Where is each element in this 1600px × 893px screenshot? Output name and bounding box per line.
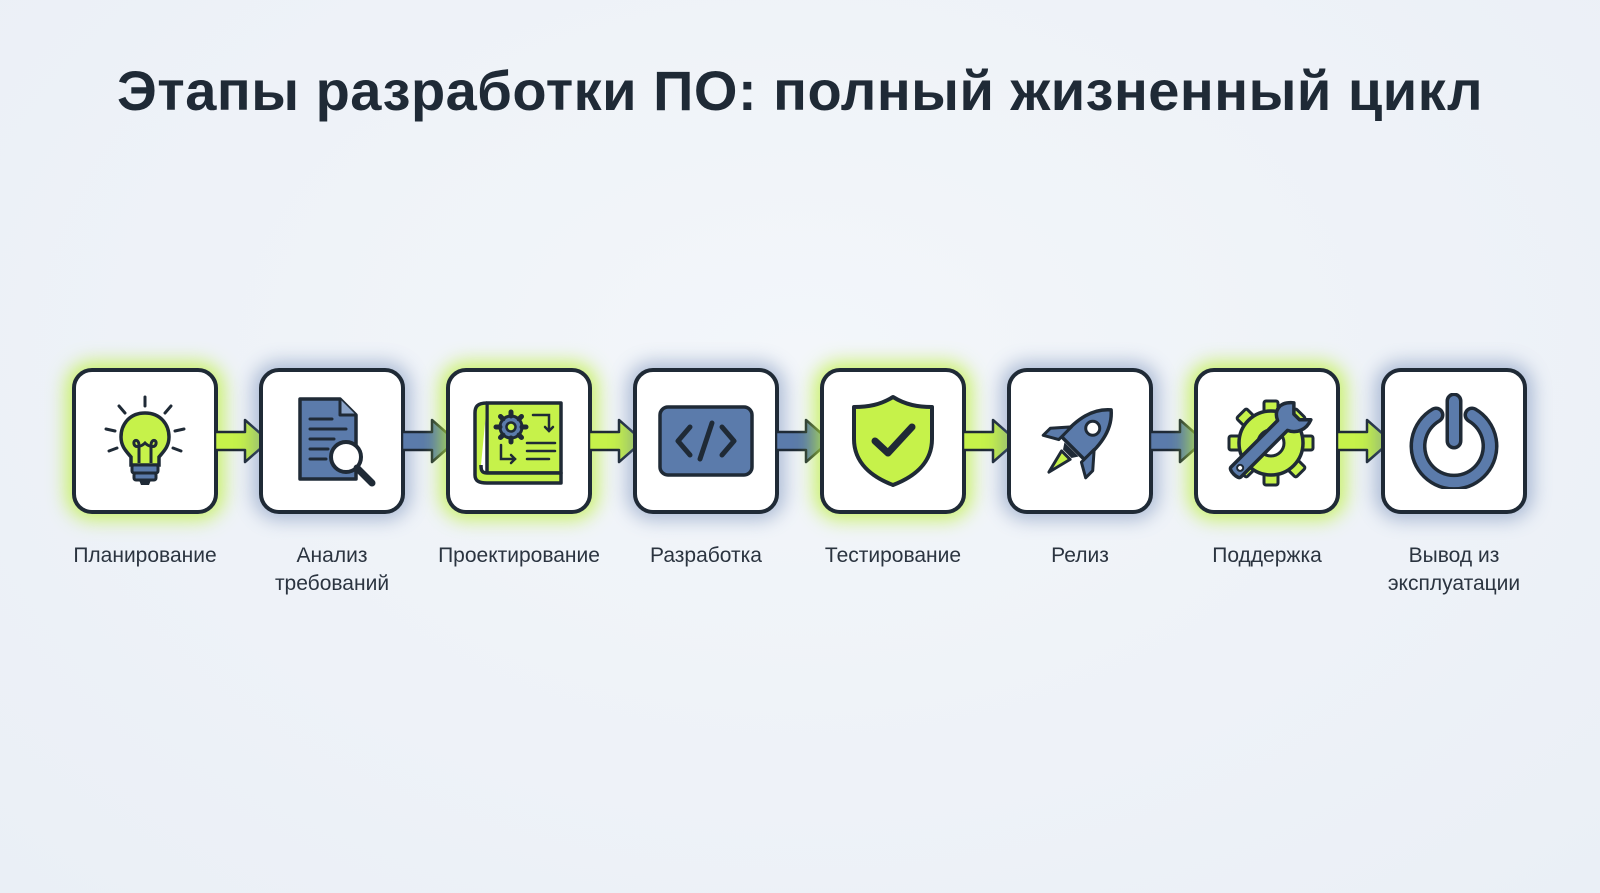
step-requirements — [259, 368, 405, 514]
page-title: Этапы разработки ПО: полный жизненный ци… — [116, 59, 1484, 122]
arrow-icon — [1150, 418, 1206, 464]
power-icon — [1409, 393, 1499, 489]
arrow-icon — [589, 418, 645, 464]
arrow-icon — [1337, 418, 1393, 464]
blueprint-gear-icon — [473, 401, 563, 485]
document-search-icon — [298, 397, 376, 487]
step-label-testing: Тестирование — [824, 544, 962, 567]
arrow-icon — [963, 418, 1019, 464]
rocket-icon — [1041, 408, 1113, 480]
step-label-design: Проектирование — [438, 544, 600, 567]
lightbulb-icon — [104, 395, 186, 485]
step-release — [1007, 368, 1153, 514]
step-support — [1194, 368, 1340, 514]
step-planning — [72, 368, 218, 514]
step-label-development: Разработка — [650, 544, 762, 567]
arrow-icon — [776, 418, 832, 464]
arrow-icon — [402, 418, 458, 464]
step-testing — [820, 368, 966, 514]
step-design — [446, 368, 592, 514]
arrow-icon — [215, 418, 271, 464]
step-label-requirements: Анализ требований — [274, 544, 390, 595]
step-label-release: Релиз — [1051, 544, 1109, 567]
wrench-gear-icon — [1227, 399, 1315, 487]
step-label-support: Поддержка — [1212, 544, 1322, 567]
step-label-planning: Планирование — [73, 544, 217, 567]
code-icon — [658, 405, 754, 477]
step-label-decommission: Вывод из эксплуатации — [1387, 544, 1521, 595]
shield-check-icon — [852, 395, 934, 487]
step-development — [633, 368, 779, 514]
step-decommission — [1381, 368, 1527, 514]
